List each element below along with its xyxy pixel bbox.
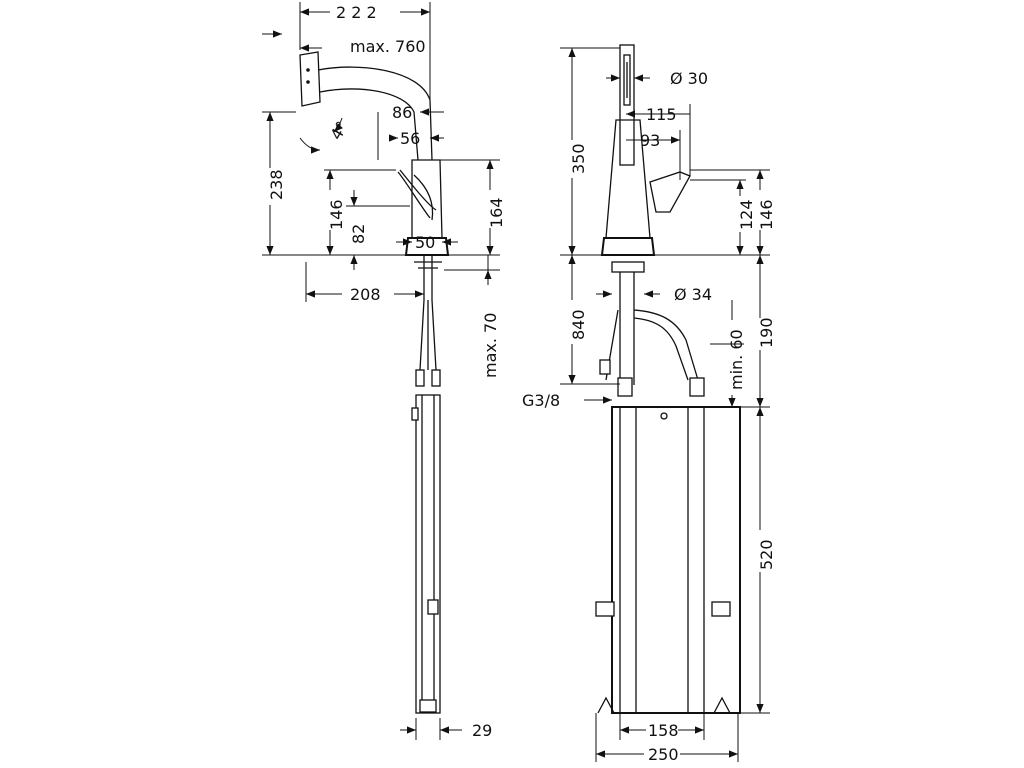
faucet-front-outline (595, 44, 741, 714)
dim-82: 82 (349, 224, 368, 244)
dim-50: 50 (415, 233, 435, 252)
dim-29: 29 (472, 721, 492, 740)
dim-520: 520 (757, 539, 776, 570)
dim-146-front: 146 (757, 199, 776, 230)
dim-158: 158 (648, 721, 679, 740)
dim-124: 124 (737, 199, 756, 230)
dim-146-side: 146 (327, 199, 346, 230)
dim-238: 238 (267, 169, 286, 200)
dim-115: 115 (646, 105, 677, 124)
label-g38: G3/8 (522, 391, 560, 410)
dim-dia-30: Ø 30 (670, 69, 708, 88)
dim-min-60: min. 60 (727, 329, 746, 390)
dim-56: 56 (400, 129, 420, 148)
dim-190: 190 (757, 317, 776, 348)
dim-350: 350 (569, 143, 588, 174)
faucet-side-outline (299, 51, 450, 714)
dim-840: 840 (569, 309, 588, 340)
dim-max-760: max. 760 (350, 37, 426, 56)
dim-250: 250 (648, 745, 679, 764)
front-view: Ø 30 350 115 93 124 146 Ø 34 840 (522, 44, 776, 764)
dim-208: 208 (350, 285, 381, 304)
dim-164: 164 (487, 197, 506, 228)
side-view: 2 2 2 max. 760 86 4° 56 238 146 82 (262, 2, 506, 740)
dim-dia-34: Ø 34 (674, 285, 712, 304)
dim-86: 86 (392, 103, 412, 122)
dim-max-70: max. 70 (481, 313, 500, 378)
dim-angle-4: 4° (326, 118, 352, 143)
dim-93: 93 (640, 131, 660, 150)
dim-222: 2 2 2 (336, 3, 377, 22)
